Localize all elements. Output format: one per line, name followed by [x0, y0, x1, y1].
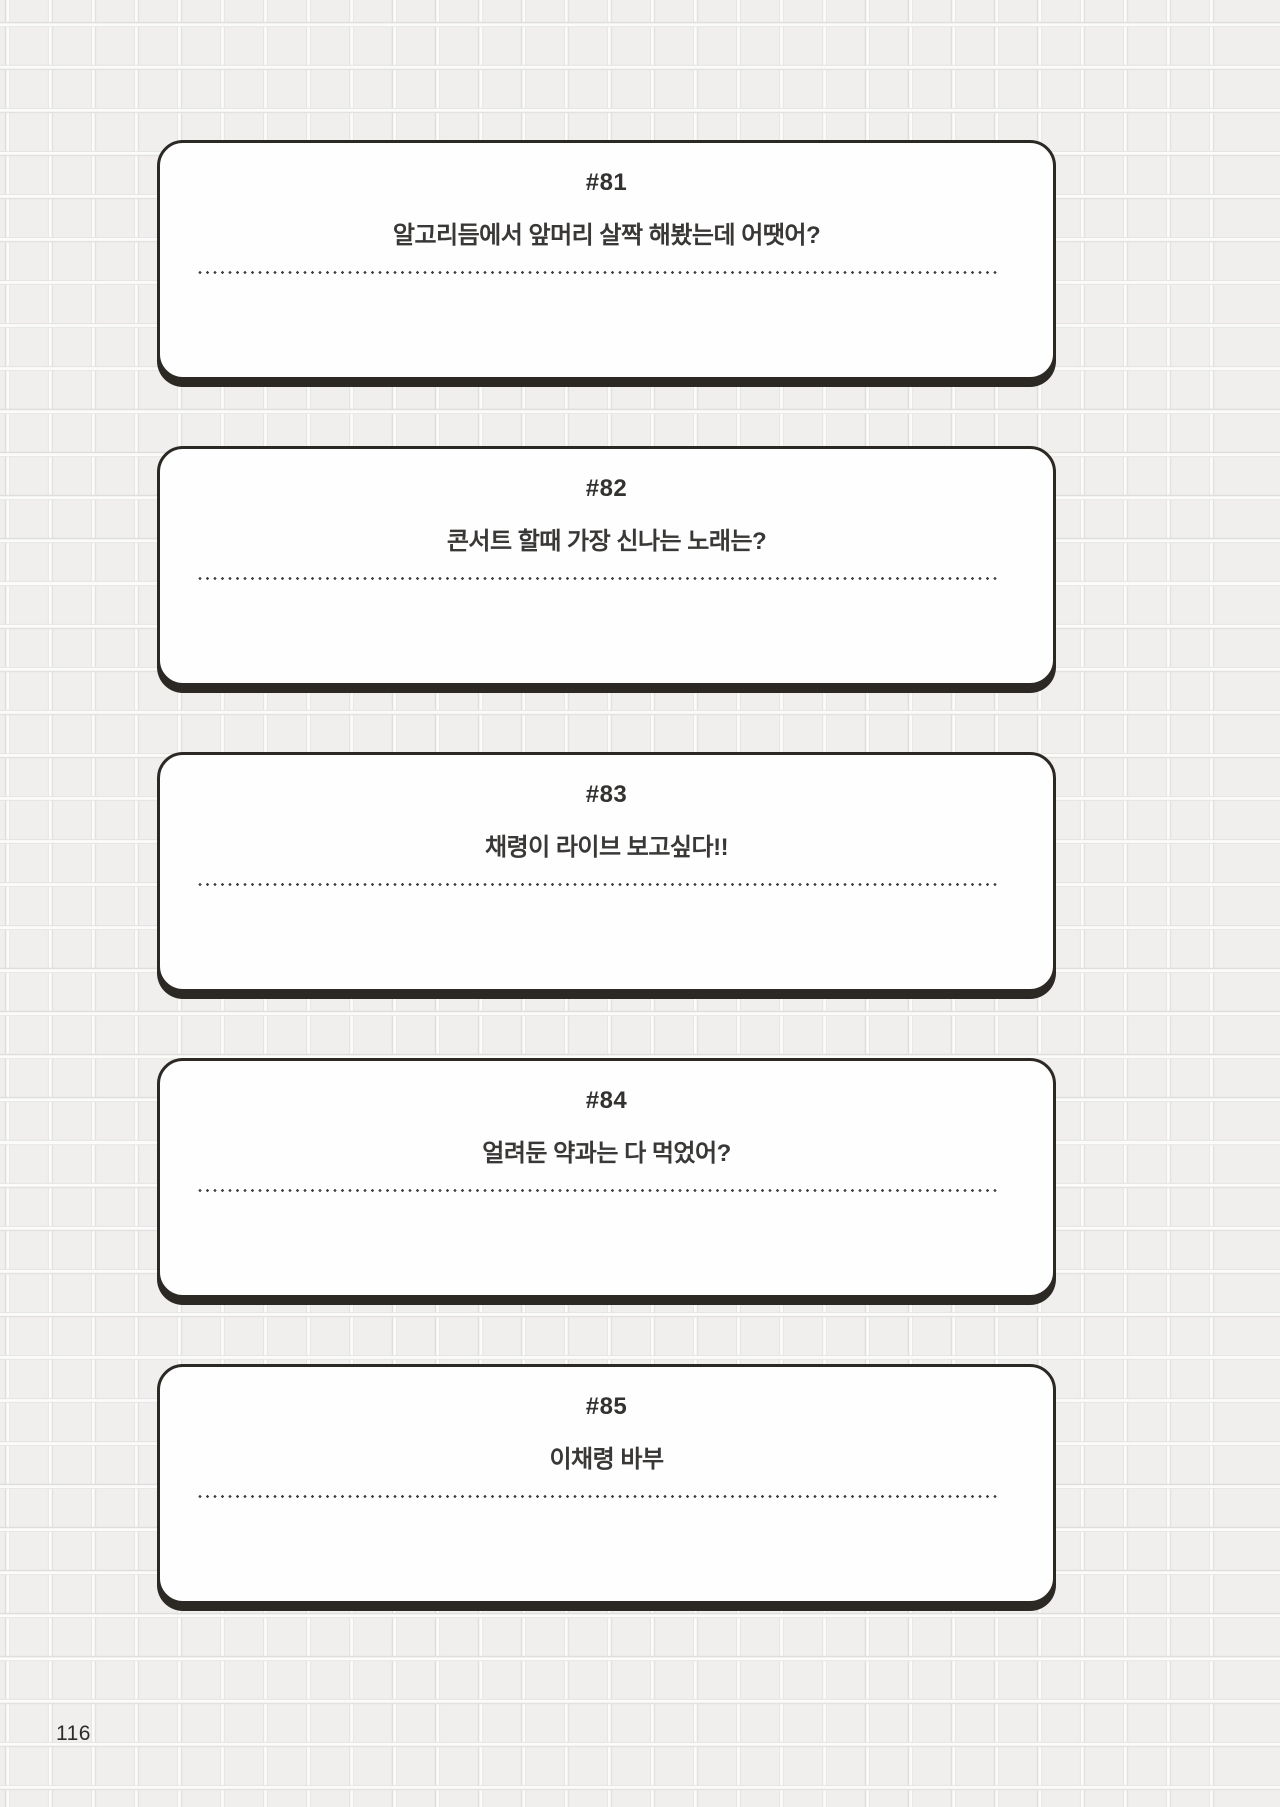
question-card: #84 얼려둔 약과는 다 먹었어? — [157, 1058, 1056, 1298]
question-number: #81 — [585, 169, 628, 196]
question-number: #82 — [585, 475, 628, 502]
question-card: #83 채령이 라이브 보고싶다!! — [157, 752, 1056, 992]
question-number: #85 — [585, 1393, 628, 1420]
question-text: 콘서트 할때 가장 신나는 노래는? — [446, 528, 767, 555]
question-card: #82 콘서트 할때 가장 신나는 노래는? — [157, 446, 1056, 686]
answer-dotted-line — [197, 1188, 1001, 1193]
question-text: 채령이 라이브 보고싶다!! — [484, 834, 729, 861]
question-number: #84 — [585, 1087, 628, 1114]
answer-dotted-line — [197, 270, 1001, 275]
question-text: 알고리듬에서 앞머리 살짝 해봤는데 어땟어? — [392, 222, 821, 249]
question-card: #85 이채령 바부 — [157, 1364, 1056, 1604]
answer-dotted-line — [197, 882, 1001, 887]
page-number: 116 — [56, 1722, 91, 1745]
question-card: #81 알고리듬에서 앞머리 살짝 해봤는데 어땟어? — [157, 140, 1056, 380]
question-number: #83 — [585, 781, 628, 808]
answer-dotted-line — [197, 1494, 1001, 1499]
question-text: 얼려둔 약과는 다 먹었어? — [482, 1140, 731, 1167]
question-text: 이채령 바부 — [549, 1446, 664, 1473]
answer-dotted-line — [197, 576, 1001, 581]
